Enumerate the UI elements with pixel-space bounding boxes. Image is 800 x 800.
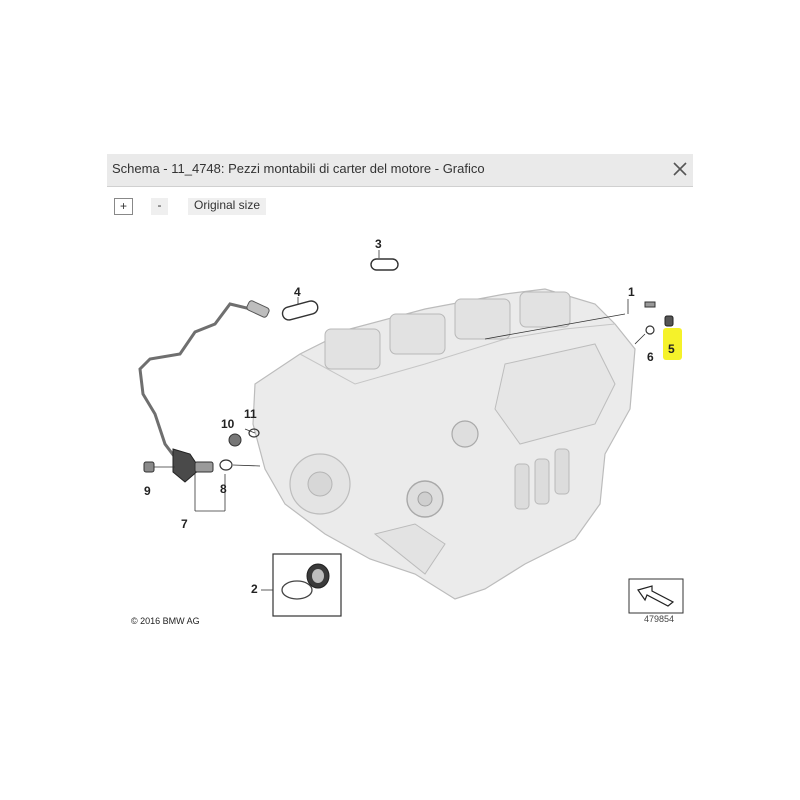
engine-block-illustration <box>252 288 636 600</box>
callout-2[interactable]: 2 <box>251 582 258 596</box>
callout-8[interactable]: 8 <box>220 482 227 496</box>
close-icon <box>673 162 687 176</box>
zoom-out-button[interactable]: - <box>151 198 168 215</box>
parts-diagram: 1 2 3 4 5 6 7 8 9 10 11 © 2016 BMW AG 47… <box>131 237 684 626</box>
leader-lines <box>154 250 646 591</box>
callout-labels: 1 2 3 4 5 6 7 8 9 10 11 <box>144 237 675 596</box>
copyright-text: © 2016 BMW AG <box>131 616 200 626</box>
callout-5[interactable]: 5 <box>668 342 675 356</box>
close-button[interactable] <box>669 158 691 180</box>
small-parts-illustrations <box>143 258 674 617</box>
sensor-cable-illustration <box>138 300 270 483</box>
callout-6[interactable]: 6 <box>647 350 654 364</box>
dialog-titlebar: Schema - 11_4748: Pezzi montabili di car… <box>107 154 693 187</box>
callout-10[interactable]: 10 <box>221 417 235 431</box>
callout-3[interactable]: 3 <box>375 237 382 251</box>
callout-9[interactable]: 9 <box>144 484 151 498</box>
highlight-marker <box>663 328 682 360</box>
callout-4[interactable]: 4 <box>294 285 301 299</box>
callout-11[interactable]: 11 <box>244 407 257 421</box>
dialog-title: Schema - 11_4748: Pezzi montabili di car… <box>112 161 485 176</box>
zoom-in-button[interactable]: + <box>114 198 133 215</box>
diagram-number: 479854 <box>644 614 674 624</box>
arrow-navigation-icon[interactable] <box>628 578 684 614</box>
callout-7[interactable]: 7 <box>181 517 188 531</box>
original-size-button[interactable]: Original size <box>188 198 266 215</box>
callout-1[interactable]: 1 <box>628 285 635 299</box>
diagram-dialog: Schema - 11_4748: Pezzi montabili di car… <box>107 154 693 634</box>
